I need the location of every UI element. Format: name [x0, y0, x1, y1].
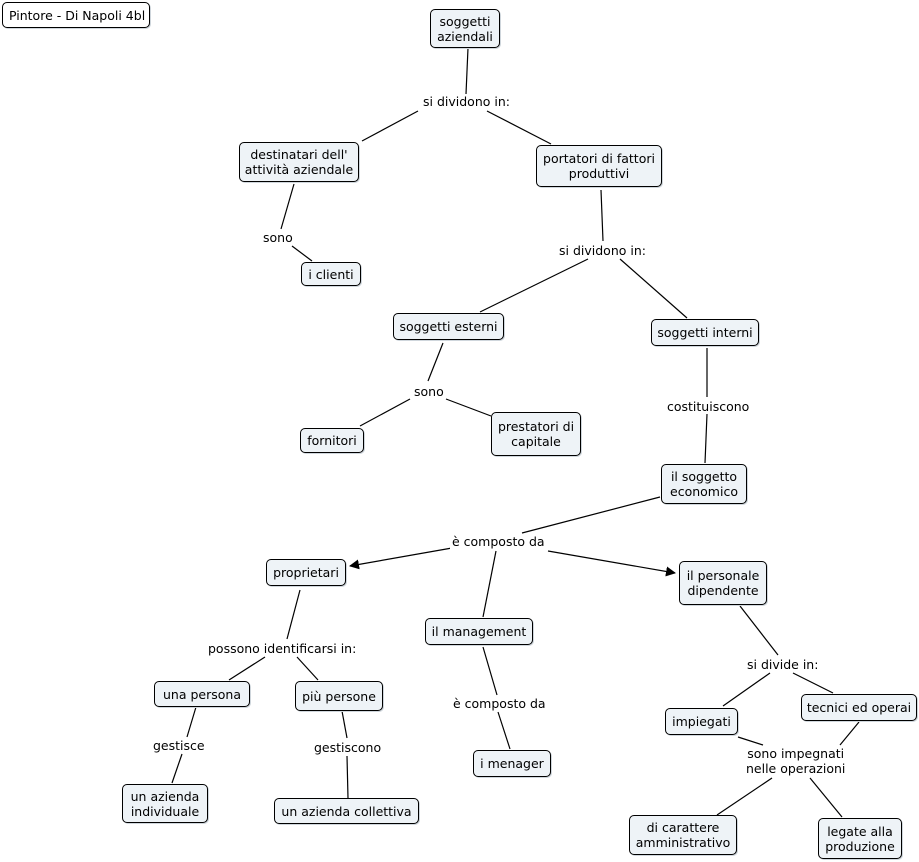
line-si-divide-to-tecnici [792, 672, 834, 694]
line-si-dividono-to-interni [619, 258, 688, 319]
line-destinatari-to-sono [280, 183, 295, 230]
line-gestiscono-to-collettiva [346, 755, 349, 799]
line-si-dividono-to-esterni [479, 258, 589, 313]
link-impegnati: sono impegnati nelle operazioni [744, 746, 848, 776]
node-personale[interactable]: il personale dipendente [679, 561, 767, 605]
node-piu-persone[interactable]: più persone [295, 681, 383, 711]
node-soggetti-aziendali[interactable]: soggetti aziendali [430, 9, 500, 48]
link-si-dividono-2: si dividono in: [557, 243, 648, 258]
link-sono-1: sono [261, 230, 295, 245]
node-prestatori[interactable]: prestatori di capitale [491, 412, 581, 456]
node-soggetto-economico[interactable]: il soggetto economico [661, 464, 747, 504]
node-soggetti-interni[interactable]: soggetti interni [651, 319, 759, 346]
line-management-to-composto [482, 646, 498, 696]
link-si-dividono-1: si dividono in: [421, 94, 512, 109]
line-soggetto-to-composto [521, 496, 661, 534]
line-costituiscono-to-soggetto [704, 413, 708, 464]
node-azienda-collettiva[interactable]: un azienda collettiva [274, 798, 419, 824]
link-costituiscono: costituiscono [665, 399, 752, 414]
node-proprietari[interactable]: proprietari [266, 559, 346, 586]
line-personale-to-si-divide [739, 605, 779, 656]
node-una-persona[interactable]: una persona [154, 681, 250, 707]
link-possono: possono identificarsi in: [206, 641, 359, 656]
arrow-composto-to-personale [547, 550, 676, 577]
node-menager[interactable]: i menager [473, 750, 551, 777]
line-esterni-to-sono [427, 342, 444, 382]
node-carattere-amministrativo[interactable]: di carattere amministrativo [629, 815, 737, 855]
node-tecnici[interactable]: tecnici ed operai [801, 694, 917, 721]
line-tecnici-to-impegnati [839, 721, 860, 746]
link-composto-2: è composto da [451, 696, 548, 711]
line-composto-to-menager [497, 711, 511, 750]
node-azienda-individuale[interactable]: un azienda individuale [122, 784, 208, 823]
link-gestiscono: gestiscono [312, 740, 384, 755]
line-possono-to-piu-persone [296, 656, 319, 681]
line-composto-to-management [482, 550, 497, 618]
link-gestisce: gestisce [151, 738, 207, 753]
line-soggetti-to-si-dividono [465, 47, 469, 95]
line-una-persona-to-gestisce [186, 706, 197, 738]
arrow-composto-to-proprietari [349, 547, 453, 570]
node-fornitori[interactable]: fornitori [300, 428, 364, 453]
node-soggetti-esterni[interactable]: soggetti esterni [393, 313, 504, 340]
line-impegnati-to-legate [809, 777, 843, 818]
node-i-clienti[interactable]: i clienti [301, 262, 361, 286]
node-impiegati[interactable]: impiegati [665, 708, 738, 735]
line-piu-persone-to-gestiscono [341, 710, 348, 739]
line-sono-to-clienti [291, 245, 313, 262]
line-portatori-to-si-dividono [600, 189, 604, 242]
node-legate-produzione[interactable]: legate alla produzione [818, 818, 902, 859]
line-impiegati-to-impegnati [737, 736, 764, 746]
link-composto-1: è composto da [450, 534, 547, 549]
line-si-dividono-to-destinatari [361, 110, 419, 142]
line-impegnati-to-carattere [716, 777, 773, 816]
node-management[interactable]: il management [425, 618, 533, 645]
line-proprietari-to-possono [286, 589, 301, 640]
line-sono-to-prestatori [445, 398, 492, 417]
line-possono-to-una-persona [228, 656, 266, 681]
node-portatori[interactable]: portatori di fattori produttivi [536, 145, 662, 187]
map-title: Pintore - Di Napoli 4bl [2, 2, 150, 28]
line-si-dividono-to-portatori [486, 110, 552, 145]
line-si-divide-to-impiegati [722, 672, 771, 707]
line-gestisce-to-individuale [171, 753, 183, 784]
node-destinatari[interactable]: destinatari dell' attività aziendale [239, 142, 359, 182]
line-sono-to-fornitori [359, 398, 411, 427]
link-si-divide: si divide in: [745, 657, 821, 672]
link-sono-2: sono [412, 384, 446, 399]
